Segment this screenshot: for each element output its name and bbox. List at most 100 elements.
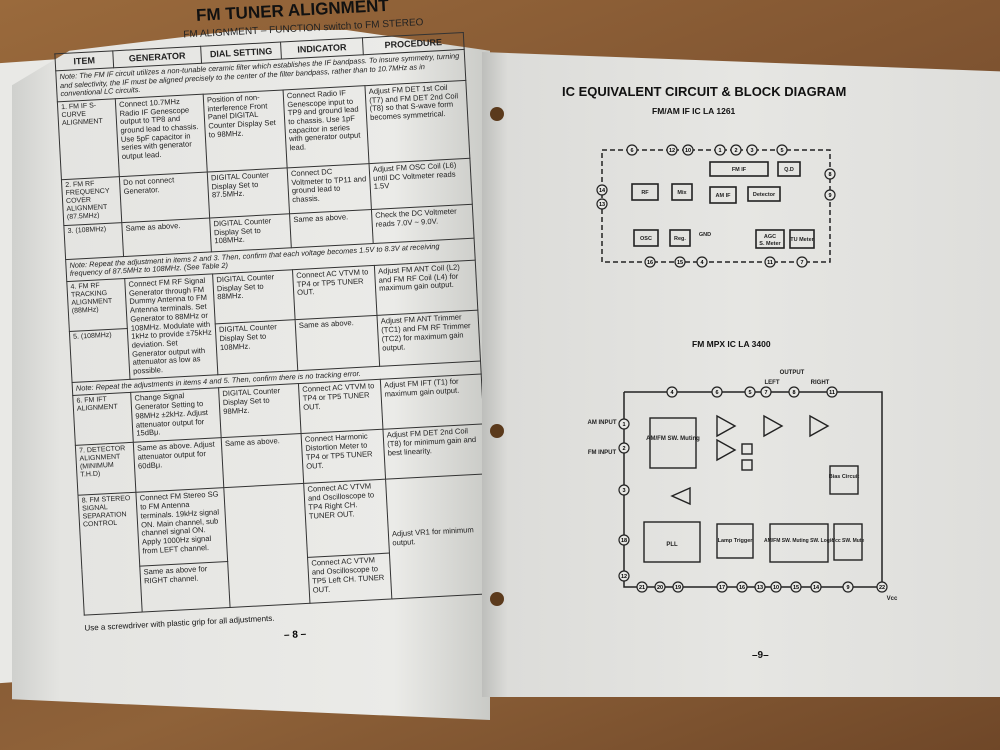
- cell-generator: Do not connect Generator.: [119, 171, 210, 223]
- cell-item: 2. FM RF FREQUENCY COVER ALIGNMENT (87.5…: [61, 176, 122, 226]
- cell-item: 8. FM STEREO SIGNAL SEPARATION CONTROL: [78, 492, 143, 616]
- svg-text:Reg.: Reg.: [674, 236, 686, 242]
- pin-label: 15: [677, 260, 683, 266]
- cell-dial: Same as above.: [221, 433, 304, 488]
- cell-item: 1. FM IF S-CURVE ALIGNMENT: [57, 98, 120, 180]
- pin-label: 15: [793, 585, 799, 591]
- pin-label: 16: [739, 585, 745, 591]
- cell-dial: DIGITAL Counter Display Set to 98MHz.: [218, 383, 302, 439]
- pin-label: 3: [750, 148, 753, 154]
- cell-generator: Connect FM Stereo SG to FM Antenna termi…: [135, 487, 228, 567]
- pin-circle: [714, 144, 726, 156]
- pin-circle: [618, 534, 630, 546]
- cell-generator: Connect FM RF Signal Generator through F…: [124, 273, 218, 380]
- cell-generator: Same as above for RIGHT channel.: [139, 561, 231, 613]
- pin-label: 9: [828, 193, 831, 199]
- svg-text:AGC: AGC: [764, 234, 776, 240]
- svg-text:Detector: Detector: [753, 192, 776, 198]
- pin-label: 13: [757, 585, 763, 591]
- svg-text:AM/FM SW. Muting: AM/FM SW. Muting: [646, 436, 700, 442]
- cell-generator: Connect 10.7MHz Radio IF Genescope outpu…: [115, 94, 208, 177]
- right-page: IC EQUIVALENT CIRCUIT & BLOCK DIAGRAM FM…: [482, 52, 1000, 697]
- cell-dial: DIGITAL Counter Display Set to 108MHz.: [209, 213, 292, 252]
- svg-text:PLL: PLL: [666, 542, 678, 548]
- cell-generator: Change Signal Generator Setting to 98MHz…: [130, 388, 222, 443]
- page-number: –9–: [752, 650, 769, 661]
- pin-label: 8: [792, 390, 795, 396]
- cell-procedure: Adjust FM IFT (T1) for maximum gain outp…: [380, 374, 484, 430]
- pin-label: 7: [764, 390, 767, 396]
- block-diagram-la1261: RF Mix AM IF FM IF Q.D Detector OSC Reg.…: [596, 144, 836, 268]
- pin-circle: [666, 386, 678, 398]
- svg-text:AM IF: AM IF: [716, 193, 732, 199]
- svg-text:Lamp Trigger: Lamp Trigger: [718, 538, 754, 544]
- pin-circle: [746, 144, 758, 156]
- svg-text:GND: GND: [699, 232, 711, 238]
- pin-circle: [796, 256, 808, 268]
- cell-procedure: Check the DC Voltmeter reads 7.0V ~ 9.0V…: [371, 204, 475, 244]
- pin-label: 10: [685, 148, 691, 154]
- left-page: [12, 30, 490, 720]
- pin-label: 5: [780, 148, 783, 154]
- pin-circle: [618, 442, 630, 454]
- pin-label: 4: [670, 390, 674, 396]
- pin-circle: [682, 144, 694, 156]
- pin-circle: [824, 168, 836, 180]
- svg-text:FM IF: FM IF: [732, 167, 747, 173]
- binder-hole: [490, 107, 504, 121]
- pin-label: 22: [879, 585, 885, 591]
- pin-label: 10: [773, 585, 779, 591]
- pin-label: 8: [828, 172, 831, 178]
- cell-indicator: Connect Radio IF Genescope input to TP9 …: [283, 85, 370, 168]
- pin-circle: [596, 198, 608, 210]
- svg-text:Vcc: Vcc: [887, 596, 898, 602]
- pin-circle: [776, 144, 788, 156]
- pin-label: 19: [675, 585, 681, 591]
- pin-label: 1: [718, 148, 721, 154]
- pin-label: 4: [700, 260, 704, 266]
- svg-text:Q.D: Q.D: [784, 167, 794, 173]
- cell-indicator: Connect AC VTVM to TP4 or TP5 TUNER OUT.: [298, 379, 383, 434]
- pin-circle: [826, 386, 838, 398]
- pin-label: 11: [829, 390, 835, 396]
- svg-text:OUTPUT: OUTPUT: [780, 370, 805, 376]
- pin-circle: [654, 581, 666, 593]
- cell-generator: Same as above. Adjust attenuator output …: [133, 438, 224, 493]
- cell-indicator: Same as above.: [295, 315, 380, 371]
- cell-dial: Position of non-interference Front Panel…: [203, 89, 288, 172]
- pin-label: 20: [657, 585, 663, 591]
- cell-indicator: Connect AC VTVM and Oscilloscope to TP5 …: [307, 553, 392, 604]
- cell-procedure: Adjust VR1 for minimum output.: [385, 474, 493, 600]
- cell-item: 7. DETECTOR ALIGNMENT (MINIMUM T.H.D): [75, 442, 136, 496]
- svg-text:AM INPUT: AM INPUT: [588, 420, 617, 426]
- pin-circle: [788, 386, 800, 398]
- pin-circle: [618, 418, 630, 430]
- pin-circle: [744, 386, 756, 398]
- binder-hole: [490, 424, 504, 438]
- pin-circle: [636, 581, 648, 593]
- pin-circle: [842, 581, 854, 593]
- block-diagram-la3400: OUTPUT LEFT RIGHT AM INPUT FM INPUT Vcc …: [588, 370, 898, 602]
- pin-circle: [618, 570, 630, 582]
- pin-label: 6: [630, 148, 633, 154]
- pin-label: 18: [621, 538, 627, 544]
- pin-circle: [716, 581, 728, 593]
- pin-circle: [790, 581, 802, 593]
- pin-label: 12: [621, 574, 627, 580]
- svg-text:FM INPUT: FM INPUT: [588, 450, 617, 456]
- cell-dial: DIGITAL Counter Display Set to 88MHz.: [212, 269, 296, 325]
- pin-label: 1: [622, 422, 625, 428]
- cell-dial-empty: [223, 483, 310, 608]
- pin-label: 16: [647, 260, 653, 266]
- pin-circle: [618, 484, 630, 496]
- pin-circle: [644, 256, 656, 268]
- pin-label: 14: [599, 188, 606, 194]
- pin-circle: [696, 256, 708, 268]
- pin-circle: [711, 386, 723, 398]
- pin-label: 7: [800, 260, 803, 266]
- pin-circle: [736, 581, 748, 593]
- svg-text:RF: RF: [641, 190, 649, 196]
- left-page-content: FM TUNER ALIGNMENT FM ALIGNMENT – FUNCTI…: [52, 0, 508, 703]
- svg-text:LEFT: LEFT: [765, 380, 780, 386]
- diagram1-caption: FM/AM IF IC LA 1261: [652, 106, 736, 116]
